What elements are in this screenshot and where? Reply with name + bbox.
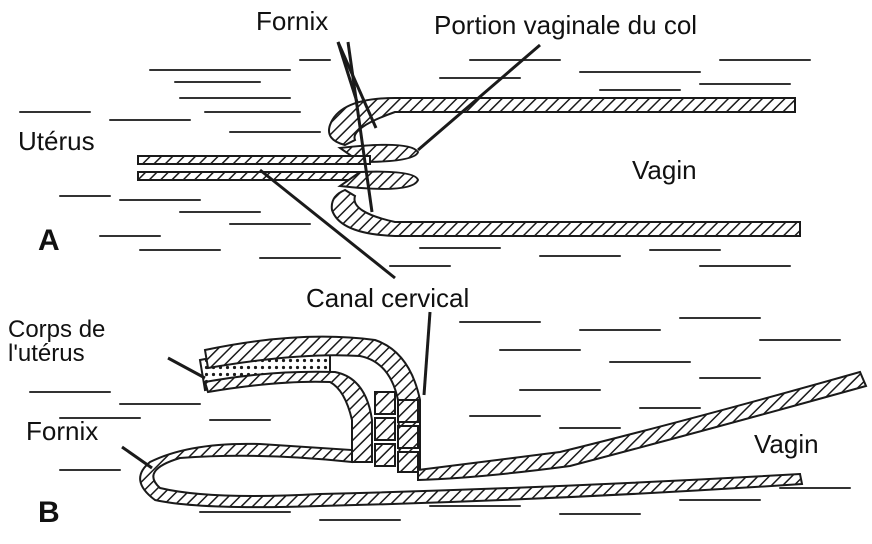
uterus-wall-lines: [138, 156, 370, 180]
cervix-chambers: [375, 392, 418, 472]
upper-vaginal-wall: [329, 98, 795, 145]
panel-b-drawing: [122, 312, 866, 507]
label-corps-uterus: Corps de l'utérus: [8, 318, 105, 366]
label-vagin-b: Vagin: [754, 431, 819, 457]
upper-vaginal-wall-b: [418, 372, 866, 480]
label-vagin-a: Vagin: [632, 157, 697, 183]
label-canal-cervical: Canal cervical: [306, 285, 469, 311]
label-corps-line2: l'utérus: [8, 342, 105, 366]
label-fornix-a: Fornix: [256, 8, 328, 34]
lower-vaginal-wall: [332, 190, 800, 236]
label-uterus: Utérus: [18, 128, 95, 154]
label-portion-vaginale: Portion vaginale du col: [434, 12, 697, 38]
label-fornix-b: Fornix: [26, 418, 98, 444]
panel-a-letter: A: [38, 226, 60, 256]
label-corps-line1: Corps de: [8, 318, 105, 342]
panel-b-letter: B: [38, 498, 60, 528]
